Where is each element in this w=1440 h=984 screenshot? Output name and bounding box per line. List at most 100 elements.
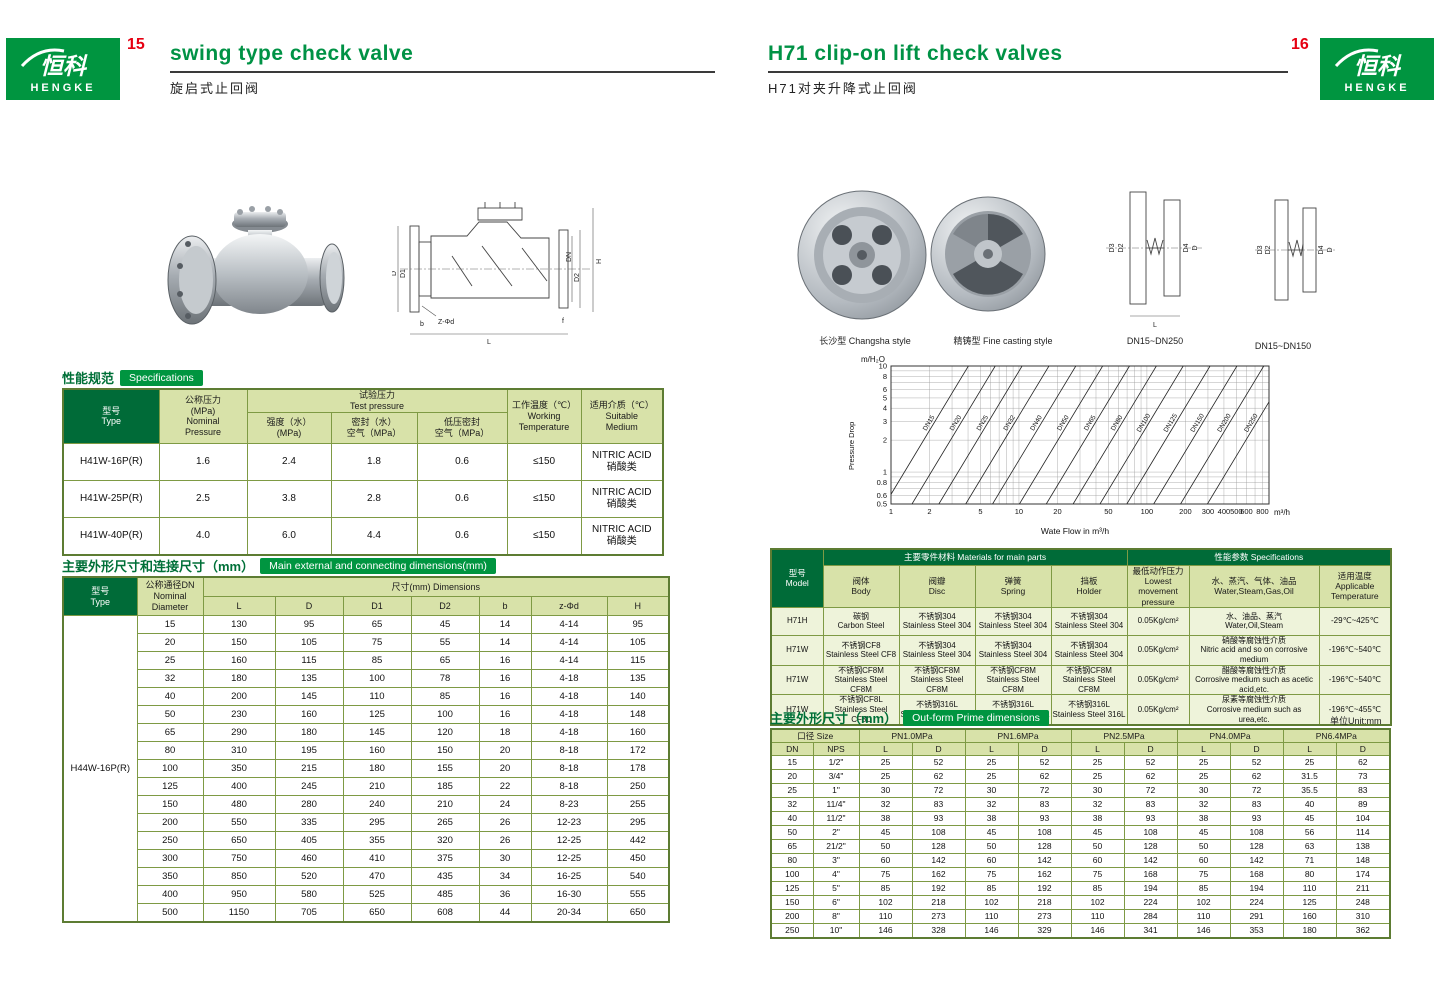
cell: 83 bbox=[1123, 797, 1178, 812]
cell: 160 bbox=[202, 651, 276, 670]
col-header-body: 阀体 Body bbox=[822, 565, 900, 608]
cell: 78 bbox=[410, 669, 480, 688]
cell: 8-23 bbox=[530, 795, 608, 814]
cell: 128 bbox=[1123, 839, 1178, 854]
cell: NITRIC ACID 硝酸类 bbox=[580, 516, 664, 556]
cell: 15 bbox=[770, 755, 814, 770]
cell: 60 bbox=[964, 853, 1019, 868]
cell: 不锈钢CF8M Stainless Steel CF8M bbox=[974, 664, 1052, 696]
cell: 4-18 bbox=[530, 687, 608, 706]
col-header-pn64: PN6.4MPa bbox=[1282, 728, 1391, 743]
cell: 185 bbox=[410, 777, 480, 796]
cell: 0.6 bbox=[416, 442, 508, 481]
left-title-block: swing type check valve 旋启式止回阀 bbox=[170, 42, 715, 97]
cell: 300 bbox=[136, 849, 204, 868]
cell: 25 bbox=[858, 755, 913, 770]
svg-text:500: 500 bbox=[1230, 507, 1243, 516]
cell: 125 bbox=[136, 777, 204, 796]
page-number-right: 16 bbox=[1291, 36, 1309, 53]
cell: 25 bbox=[1176, 769, 1231, 784]
col-header-nominal-diameter: 公称通径DN Nominal Diameter bbox=[136, 576, 204, 616]
cell: 95 bbox=[274, 615, 344, 634]
col-header-suitable-medium: 适用介质（℃） Suitable Medium bbox=[580, 388, 664, 444]
cell: 38 bbox=[1070, 811, 1125, 826]
cell: 50 bbox=[858, 839, 913, 854]
logo-en-text: HENGKE bbox=[30, 82, 95, 94]
col-header-type: 型号 Type bbox=[62, 576, 138, 616]
cell: 62 bbox=[1123, 769, 1178, 784]
cell: 0.05Kg/cm² bbox=[1126, 664, 1190, 696]
cell: -29℃~425℃ bbox=[1318, 606, 1392, 636]
spec-section-cn: 性能规范 bbox=[62, 371, 115, 386]
cell: 160 bbox=[606, 723, 670, 742]
cell: 71 bbox=[1282, 853, 1337, 868]
cell: 80 bbox=[770, 853, 814, 868]
col-header-H: H bbox=[606, 596, 670, 616]
cell: 114 bbox=[1335, 825, 1391, 840]
cell: H71W bbox=[770, 664, 824, 696]
cell: 500 bbox=[136, 903, 204, 923]
cell: 16-30 bbox=[530, 885, 608, 904]
cell: 25 bbox=[1070, 769, 1125, 784]
svg-text:5: 5 bbox=[883, 393, 887, 402]
cell: 485 bbox=[410, 885, 480, 904]
cell: 80 bbox=[1282, 867, 1337, 882]
cell: ≤150 bbox=[506, 479, 582, 518]
cell: 290 bbox=[202, 723, 276, 742]
cell: 75 bbox=[342, 633, 412, 652]
cell: 250 bbox=[136, 831, 204, 850]
cell: 10" bbox=[812, 923, 860, 939]
cell: 102 bbox=[1176, 895, 1231, 910]
col-header-L: L bbox=[1282, 742, 1337, 756]
cell: 150 bbox=[770, 895, 814, 910]
cell: 138 bbox=[1335, 839, 1391, 854]
cell: 135 bbox=[606, 669, 670, 688]
outform-section-en: Out-form Prime dimensions bbox=[903, 709, 1049, 726]
cell: 120 bbox=[410, 723, 480, 742]
col-header-holder: 挡板 Holder bbox=[1050, 565, 1128, 608]
svg-text:20: 20 bbox=[1053, 507, 1061, 516]
cell: 194 bbox=[1229, 881, 1284, 896]
cell: 4.4 bbox=[330, 516, 418, 556]
cell: 63 bbox=[1282, 839, 1337, 854]
cell: 62 bbox=[1335, 755, 1391, 770]
svg-text:4: 4 bbox=[883, 404, 887, 413]
cell: 0.05Kg/cm² bbox=[1126, 606, 1190, 636]
svg-text:5: 5 bbox=[978, 507, 982, 516]
cell: 750 bbox=[202, 849, 276, 868]
cell: 83 bbox=[911, 797, 966, 812]
cell: 碳钢 Carbon Steel bbox=[822, 606, 900, 636]
cell: 16 bbox=[478, 669, 532, 688]
cell: 140 bbox=[606, 687, 670, 706]
cell: 295 bbox=[342, 813, 412, 832]
cell: 102 bbox=[1070, 895, 1125, 910]
svg-text:1: 1 bbox=[889, 507, 893, 516]
dim-label-d4: D4 bbox=[1318, 245, 1325, 254]
cell: 52 bbox=[1017, 755, 1072, 770]
cell: 72 bbox=[1017, 783, 1072, 798]
cell: 不锈钢304 Stainless Steel 304 bbox=[974, 634, 1052, 666]
dim-label-dn: DN bbox=[566, 252, 573, 262]
cell: 45 bbox=[1282, 811, 1337, 826]
cell: 142 bbox=[911, 853, 966, 868]
cell: 0.05Kg/cm² bbox=[1126, 694, 1190, 726]
cell: 0.6 bbox=[416, 479, 508, 518]
cell: 130 bbox=[202, 615, 276, 634]
cell: 110 bbox=[1282, 881, 1337, 896]
cell: 50 bbox=[136, 705, 204, 724]
chart-y-axis-label: Pressure Drop bbox=[847, 422, 856, 470]
cell: 450 bbox=[606, 849, 670, 868]
cell: 11/4" bbox=[812, 797, 860, 812]
cell: 480 bbox=[202, 795, 276, 814]
cell: 250 bbox=[770, 923, 814, 939]
dim-label-d: D bbox=[1192, 245, 1199, 250]
svg-text:100: 100 bbox=[1141, 507, 1154, 516]
cell: 50 bbox=[964, 839, 1019, 854]
dim-label-l: L bbox=[1153, 322, 1157, 329]
cell: 75 bbox=[1070, 867, 1125, 882]
cell: 16 bbox=[478, 651, 532, 670]
